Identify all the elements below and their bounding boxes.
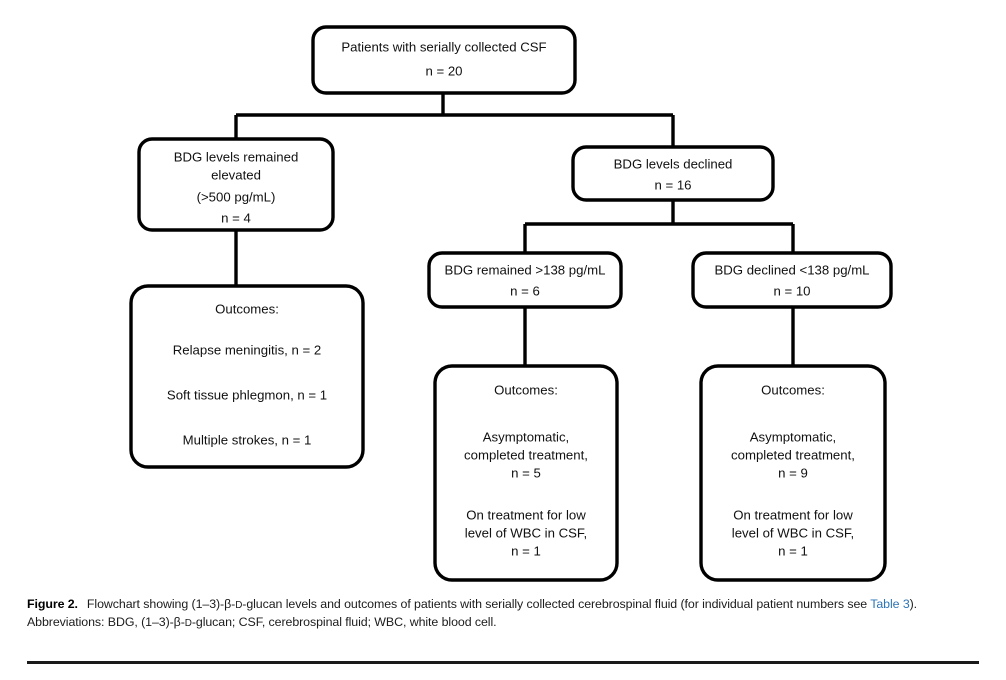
- node-line: BDG declined <138 pg/mL: [714, 262, 869, 277]
- node-box[interactable]: [571, 145, 775, 202]
- node-box[interactable]: [129, 284, 365, 469]
- node-box[interactable]: [433, 364, 619, 582]
- node-box[interactable]: [137, 137, 335, 232]
- node-line: elevated: [211, 167, 261, 182]
- caption-text-part-3: ). Abbreviations: BDG, (1–3)-β-: [27, 597, 918, 630]
- node-line: Outcomes:: [215, 301, 279, 316]
- node-box[interactable]: [699, 364, 887, 582]
- flowchart-diagram: Patients with serially collected CSF n =…: [129, 25, 893, 582]
- node-outcomes-elevated[interactable]: Outcomes: Relapse meningitis, n = 2 Soft…: [129, 284, 365, 469]
- node-line: Asymptomatic,: [750, 429, 836, 444]
- node-line: (>500 pg/mL): [197, 189, 276, 204]
- node-line: n = 9: [778, 465, 808, 480]
- node-line: Outcomes:: [761, 382, 825, 397]
- node-line: On treatment for low: [466, 507, 586, 522]
- node-line: n = 4: [221, 210, 251, 225]
- node-box[interactable]: [691, 251, 893, 309]
- node-line: n = 20: [425, 63, 462, 78]
- caption-smallcap-d-2: D: [184, 618, 192, 630]
- node-box[interactable]: [311, 25, 577, 95]
- caption-text-part-1: Flowchart showing (1–3)-β-: [86, 597, 236, 611]
- node-line: Patients with serially collected CSF: [341, 39, 546, 54]
- connector-declined-to-children: [523, 200, 795, 253]
- caption-divider-rule: [27, 661, 979, 664]
- node-line: On treatment for low: [733, 507, 853, 522]
- figure-label: Figure 2.: [27, 597, 78, 611]
- node-outcomes-remained-above-138[interactable]: Outcomes: Asymptomatic, completed treatm…: [433, 364, 619, 582]
- connector-root-to-children: [234, 93, 675, 147]
- node-line: BDG remained >138 pg/mL: [445, 262, 606, 277]
- node-bdg-remained-above-138[interactable]: BDG remained >138 pg/mL n = 6: [427, 251, 623, 309]
- node-box[interactable]: [427, 251, 623, 309]
- node-outcomes-declined-below-138[interactable]: Outcomes: Asymptomatic, completed treatm…: [699, 364, 887, 582]
- node-line: level of WBC in CSF,: [465, 525, 587, 540]
- node-line: Multiple strokes, n = 1: [183, 432, 312, 447]
- node-line: n = 10: [773, 283, 810, 298]
- node-line: n = 5: [511, 465, 541, 480]
- node-line: Asymptomatic,: [483, 429, 569, 444]
- node-line: Soft tissue phlegmon, n = 1: [167, 387, 327, 402]
- node-line: BDG levels declined: [614, 156, 733, 171]
- node-line: n = 1: [511, 543, 541, 558]
- caption-text-part-4: -glucan; CSF, cerebrospinal fluid; WBC, …: [191, 615, 497, 630]
- node-line: level of WBC in CSF,: [732, 525, 854, 540]
- node-line: Relapse meningitis, n = 2: [173, 342, 321, 357]
- node-line: n = 1: [778, 543, 808, 558]
- figure-caption: Figure 2.Flowchart showing (1–3)-β-D-glu…: [27, 596, 979, 633]
- table-3-link[interactable]: Table 3: [870, 597, 910, 611]
- node-patients-serial-csf[interactable]: Patients with serially collected CSF n =…: [311, 25, 577, 95]
- node-line: Outcomes:: [494, 382, 558, 397]
- caption-smallcap-d-1: D: [235, 600, 243, 611]
- node-line: BDG levels remained: [174, 149, 299, 164]
- node-line: completed treatment,: [731, 447, 855, 462]
- node-line: n = 6: [510, 283, 540, 298]
- node-bdg-levels-declined[interactable]: BDG levels declined n = 16: [571, 145, 775, 202]
- node-bdg-remained-elevated[interactable]: BDG levels remained elevated (>500 pg/mL…: [137, 137, 335, 232]
- node-bdg-declined-below-138[interactable]: BDG declined <138 pg/mL n = 10: [691, 251, 893, 309]
- node-line: n = 16: [654, 177, 691, 192]
- caption-text-part-2: -glucan levels and outcomes of patients …: [242, 597, 871, 611]
- node-line: completed treatment,: [464, 447, 588, 462]
